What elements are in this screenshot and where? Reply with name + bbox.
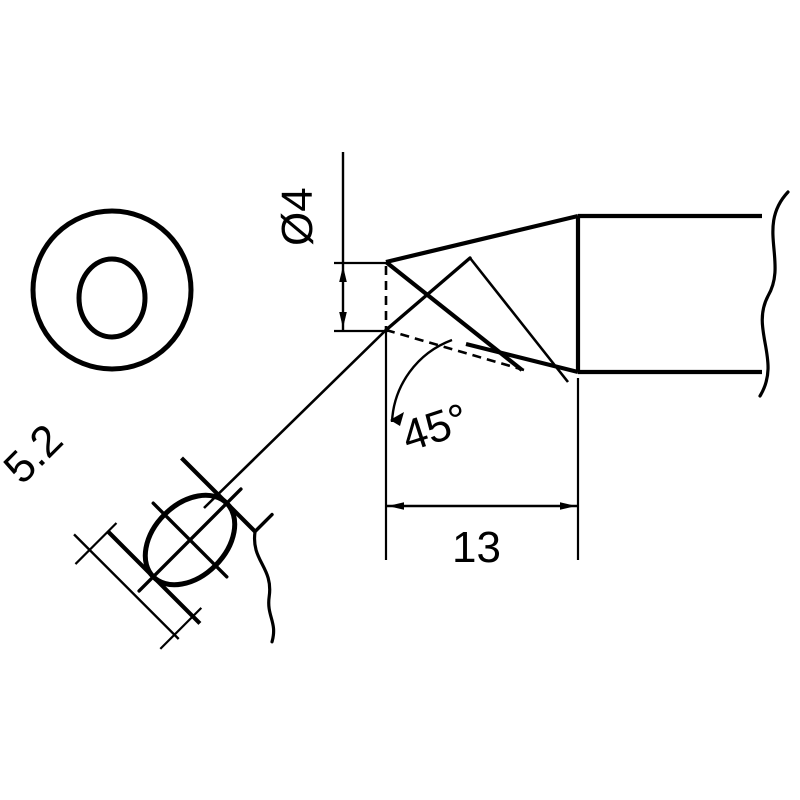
detail-leader-line [203,329,387,509]
angle-arc [390,338,453,423]
face-width-dim-line [73,533,180,640]
upper-taper-edge [385,213,579,265]
face-width-ext-bottom [159,607,203,650]
length-dimension-group: 13 [386,378,580,572]
outer-circle [30,208,194,372]
angle-inclined-reference [468,257,570,383]
hidden-bore-diagonal [385,328,525,372]
diameter-dimension-group: Ø4 [273,152,388,333]
lower-taper-edge [465,341,579,375]
diameter-label: Ø4 [273,187,322,246]
length-arrow-right [560,502,576,510]
length-arrow-left [388,502,404,510]
inner-ellipse-bore [76,256,148,340]
detail-wall-right [180,456,257,533]
detail-wall-left [106,530,202,625]
diameter-arrow-top [339,266,347,282]
detail-leader-group [203,329,387,509]
length-label: 13 [452,523,501,572]
face-width-ext-top [74,522,118,565]
end-view-annulus [30,208,194,372]
diameter-arrow-bottom [339,312,347,328]
angle-arc-arrow [390,412,404,426]
oblique-face-detail [73,456,276,650]
bevel-back-edge [384,256,472,332]
side-view-body [384,213,762,375]
detail-centerline-vertical [151,501,229,579]
detail-break-stub [253,512,274,534]
break-line-s-curve [758,190,790,398]
detail-break-line [252,529,276,644]
break-lines-right [758,190,790,398]
